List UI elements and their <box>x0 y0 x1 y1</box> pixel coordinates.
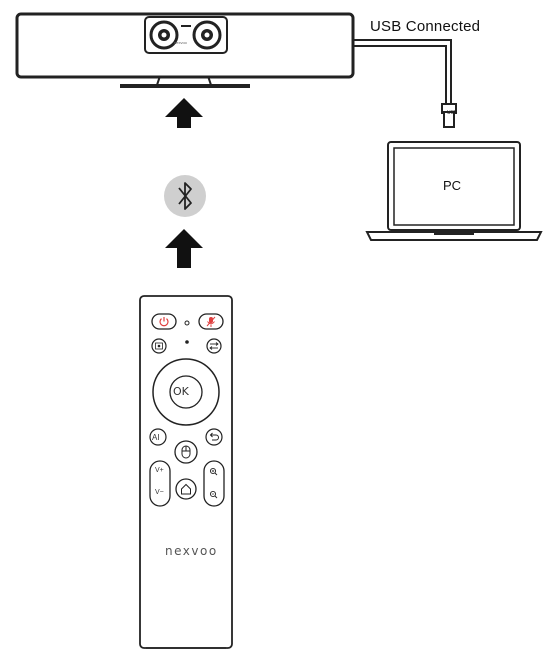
home-icon <box>181 483 191 495</box>
power-icon <box>159 317 169 327</box>
arrow-up-icon <box>165 229 203 268</box>
ai-button-label: AI <box>152 433 160 442</box>
usb-plug-tip <box>443 111 455 128</box>
remote-brand-label: nexvoo <box>165 544 218 558</box>
camera-bar <box>15 12 355 88</box>
mouse-button[interactable] <box>174 440 198 464</box>
indicator-led <box>184 320 190 326</box>
camera-stand <box>120 75 250 88</box>
camera-lens-left <box>149 20 179 50</box>
mouse-icon <box>181 445 191 459</box>
volume-down-label: V− <box>155 489 164 496</box>
camera-lens-right <box>192 20 222 50</box>
zoom-in-icon <box>209 467 218 476</box>
usb-plug-label: USB <box>447 110 458 116</box>
mic-mute-button[interactable] <box>198 313 224 330</box>
bluetooth-icon <box>164 175 206 217</box>
home-button[interactable] <box>175 478 197 500</box>
usb-cable <box>353 39 457 128</box>
remote-control <box>139 295 233 649</box>
zoom-rocker[interactable] <box>203 460 225 507</box>
input-source-button[interactable] <box>151 338 167 354</box>
switch-button[interactable] <box>206 338 222 354</box>
arrow-up-icon <box>165 98 203 128</box>
power-button[interactable] <box>151 313 177 330</box>
usb-connected-label: USB Connected <box>370 18 481 35</box>
back-icon <box>209 432 219 441</box>
pc-label: PC <box>443 178 462 193</box>
volume-rocker[interactable] <box>149 460 171 507</box>
back-button[interactable] <box>205 428 223 446</box>
camera-indicator <box>181 25 191 27</box>
sensor-dot <box>185 340 189 344</box>
zoom-out-icon <box>209 490 218 499</box>
camera-brand-label: nexvoo <box>174 40 187 45</box>
ai-button[interactable] <box>149 428 167 446</box>
ok-button-label: OK <box>173 385 189 398</box>
volume-up-label: V+ <box>155 467 164 474</box>
laptop <box>365 141 543 241</box>
mic-mute-icon <box>206 316 216 327</box>
ok-button[interactable] <box>169 375 203 409</box>
